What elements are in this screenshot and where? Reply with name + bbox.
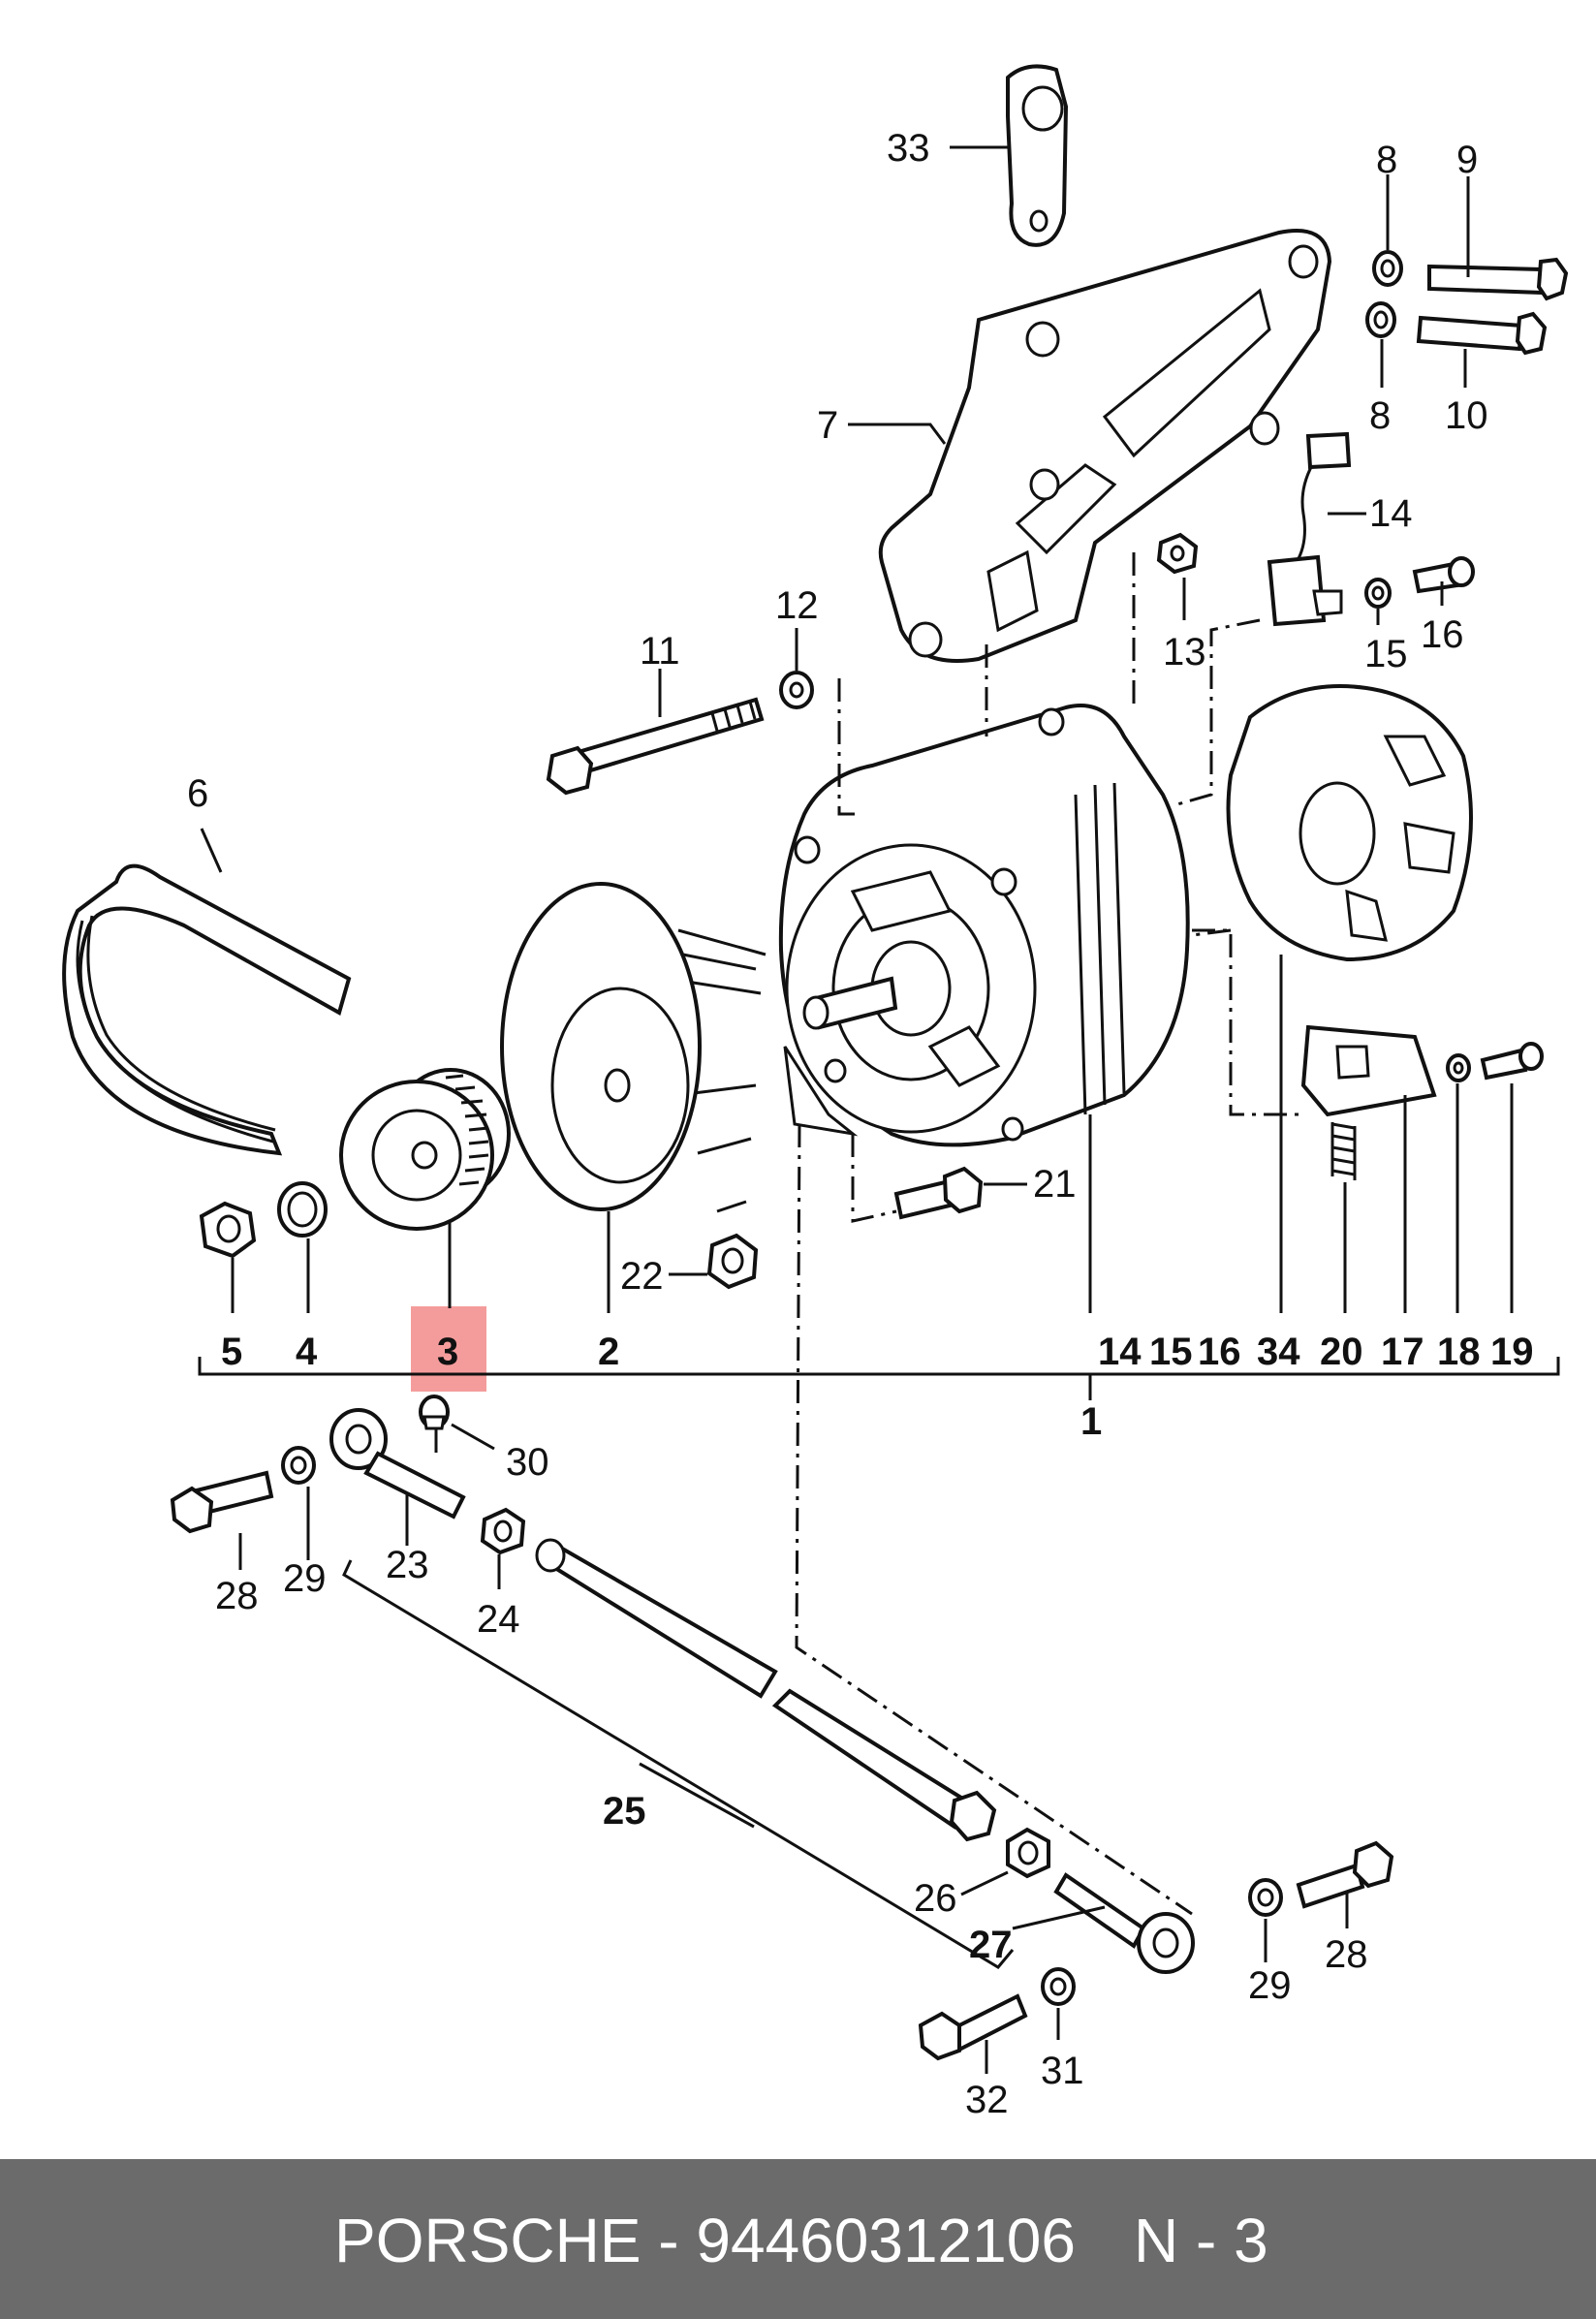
- part-10-bolt: [1416, 311, 1548, 356]
- part-8-washer-bottom: [1365, 301, 1396, 338]
- callout-32: 32: [965, 2079, 1009, 2121]
- part-31-washer: [1041, 1967, 1076, 2006]
- callout-28-left: 28: [215, 1575, 259, 1617]
- callout-11: 11: [640, 630, 680, 673]
- callout-29-right: 29: [1248, 1964, 1292, 2007]
- callout-12: 12: [775, 584, 819, 627]
- callout-3: 3: [437, 1331, 458, 1373]
- callout-10: 10: [1445, 394, 1488, 437]
- part-25-adjusting-rod: [535, 1538, 997, 1842]
- callout-8-bottom: 8: [1369, 394, 1391, 437]
- part-9-bolt: [1427, 257, 1569, 301]
- callout-33: 33: [887, 127, 930, 170]
- exploded-parts-diagram: 33 7 8 9 8 10 14 15 16 12 11 13 6 21 22 …: [62, 64, 1569, 2121]
- part-14-brush-holder-plug: [1267, 431, 1352, 627]
- part-20-spring: [1330, 1122, 1357, 1180]
- callout-17: 17: [1381, 1331, 1424, 1373]
- callout-13: 13: [1163, 631, 1206, 674]
- callout-27: 27: [969, 1924, 1013, 1966]
- part-number-label: PORSCHE - 94460312106: [334, 2206, 1076, 2275]
- page-label: N - 3: [1134, 2206, 1268, 2275]
- part-27-eye-bolt: [1053, 1872, 1195, 1974]
- callout-31: 31: [1041, 2050, 1084, 2092]
- part-13-nut: [1156, 532, 1199, 575]
- callout-14-top: 14: [1369, 492, 1413, 535]
- part-30-sleeve: [419, 1395, 450, 1430]
- callout-4: 4: [296, 1331, 318, 1373]
- part-18-washer: [1446, 1053, 1471, 1082]
- part-5-nut: [199, 1201, 257, 1259]
- alternator-body: [778, 704, 1190, 1147]
- callout-20: 20: [1320, 1331, 1363, 1373]
- callout-22: 22: [620, 1255, 664, 1298]
- callout-26: 26: [914, 1877, 957, 1920]
- part-24-nut: [480, 1507, 526, 1555]
- callouts: 33 7 8 9 8 10 14 15 16 12 11 13 6 21 22 …: [187, 127, 1534, 2121]
- part-29-washer-left: [281, 1446, 316, 1485]
- part-21-bolt: [893, 1166, 984, 1220]
- footer-bar: PORSCHE - 94460312106 N - 3: [0, 2159, 1596, 2319]
- callout-19: 19: [1490, 1331, 1534, 1373]
- callout-14-bottom: 14: [1098, 1331, 1142, 1373]
- part-34-rectifier-plate: [1226, 684, 1473, 962]
- part-4-spring-washer: [277, 1181, 328, 1238]
- callout-5: 5: [221, 1331, 242, 1373]
- part-29-washer-right: [1248, 1878, 1283, 1917]
- part-7-mounting-bracket: [878, 229, 1332, 663]
- part-33-bracket: [1006, 64, 1069, 247]
- part-16-screw-top: [1412, 556, 1475, 594]
- part-8-washer-top: [1372, 250, 1403, 287]
- callout-1: 1: [1080, 1400, 1102, 1443]
- part-28-bolt-right: [1296, 1840, 1394, 1909]
- callout-9: 9: [1456, 139, 1478, 181]
- callout-16-bottom: 16: [1198, 1331, 1241, 1373]
- part-15-washer-top: [1364, 578, 1392, 609]
- callout-24: 24: [477, 1598, 520, 1641]
- callout-25: 25: [603, 1790, 646, 1833]
- part-11-long-bolt: [546, 697, 765, 796]
- callout-18: 18: [1437, 1331, 1481, 1373]
- part-12-washer: [779, 671, 814, 709]
- part-22-nut: [706, 1233, 759, 1290]
- callout-30: 30: [506, 1441, 549, 1484]
- part-3-highlight: [411, 1306, 486, 1392]
- part-32-bolt: [918, 1993, 1028, 2061]
- callout-6: 6: [187, 772, 208, 815]
- callout-2: 2: [598, 1331, 619, 1373]
- leader-lines: [198, 145, 1560, 2074]
- part-17-voltage-regulator: [1300, 1024, 1437, 1117]
- callout-21: 21: [1033, 1163, 1077, 1206]
- callout-23: 23: [386, 1544, 429, 1586]
- callout-15-bottom: 15: [1149, 1331, 1193, 1373]
- part-26-nut: [1006, 1827, 1050, 1879]
- part-6-v-belt: [62, 863, 352, 1156]
- callout-34: 34: [1257, 1331, 1300, 1373]
- dash-lines: [434, 552, 1303, 1916]
- callout-16-top: 16: [1421, 613, 1464, 656]
- part-23-eye-bolt: [329, 1408, 466, 1520]
- callout-29-left: 29: [283, 1557, 327, 1600]
- callout-28-right: 28: [1325, 1933, 1368, 1976]
- callout-15-top: 15: [1364, 633, 1408, 675]
- part-2-fan: [500, 882, 767, 1213]
- part-3-pulley: [339, 1068, 511, 1231]
- callout-7: 7: [817, 404, 838, 447]
- part-28-bolt-left: [170, 1470, 274, 1534]
- part-19-screw: [1480, 1042, 1544, 1081]
- callout-8-top: 8: [1376, 139, 1397, 181]
